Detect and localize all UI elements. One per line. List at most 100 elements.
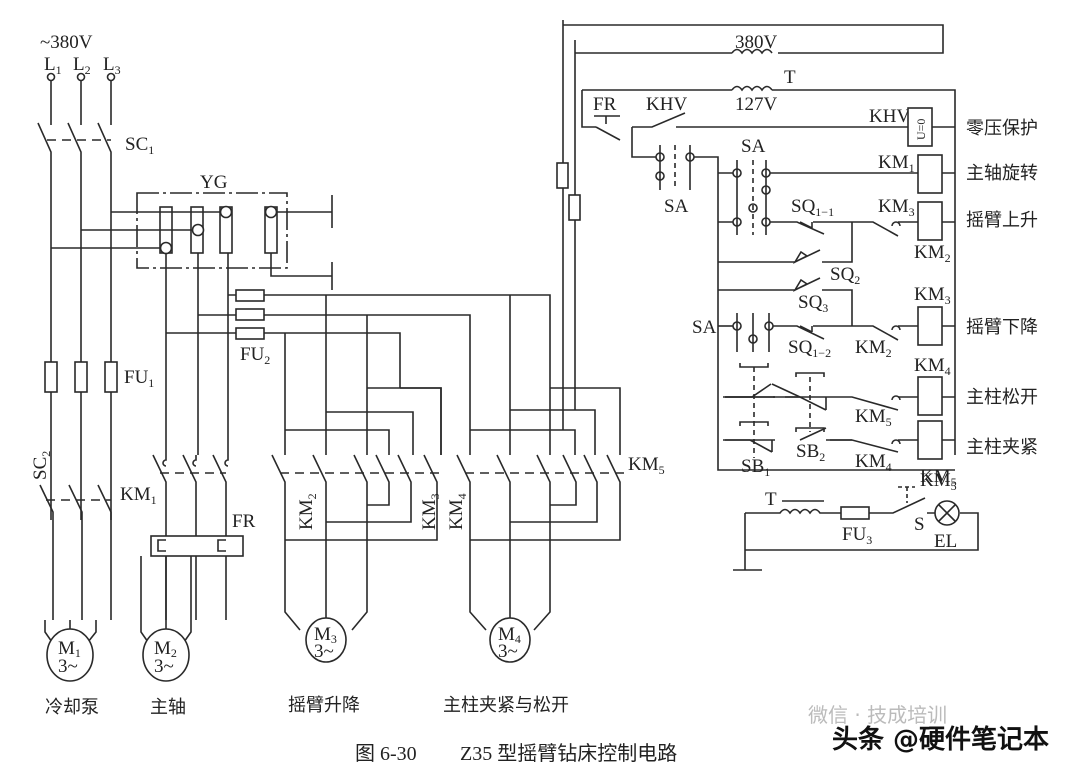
sc2-switch bbox=[39, 484, 112, 620]
motor-m1-caption: 冷却泵 bbox=[45, 697, 99, 718]
arm-down-wire bbox=[773, 325, 955, 341]
function-arm-down: 摇臂下降 bbox=[966, 317, 1038, 338]
motor-m4-phase: 3~ bbox=[498, 641, 518, 662]
fu1-label: FU1 bbox=[124, 367, 154, 390]
sa-switch-3 bbox=[718, 313, 774, 352]
khv-coil bbox=[907, 107, 933, 147]
sq2-switch bbox=[718, 249, 821, 264]
motor-m3-label: M3 bbox=[314, 624, 337, 646]
km4-coil bbox=[917, 376, 943, 416]
km1-coil bbox=[917, 154, 943, 194]
km4-km5-contacts bbox=[456, 20, 625, 590]
fu2-fuses bbox=[166, 289, 551, 388]
km3-power-label: KM3 bbox=[419, 493, 442, 530]
function-spindle-rotate: 主轴旋转 bbox=[966, 163, 1038, 184]
phase-l3-label: L3 bbox=[103, 54, 121, 77]
km2-km3-contacts bbox=[271, 295, 442, 590]
motor-m2-label: M2 bbox=[154, 638, 177, 660]
km5-coil bbox=[917, 420, 943, 460]
terminal-l1 bbox=[46, 72, 56, 82]
phase-l1-label: L1 bbox=[44, 54, 62, 77]
sa-label-1: SA bbox=[664, 196, 689, 217]
km5-interlock-symbol bbox=[891, 395, 901, 401]
sq1-1-label: SQ1−1 bbox=[791, 196, 834, 219]
km2-coil bbox=[917, 201, 943, 241]
control-transformer-label: T bbox=[784, 67, 796, 88]
sc1-label: SC1 bbox=[125, 134, 154, 157]
sa-label-3: SA bbox=[692, 317, 717, 338]
figure-title: Z35 型摇臂钻床控制电路 bbox=[460, 742, 677, 765]
motor-m2-phase: 3~ bbox=[154, 656, 174, 677]
control-secondary-voltage: 127V bbox=[735, 94, 778, 115]
lamp-transformer-label: T bbox=[765, 489, 777, 510]
km4-power-label: KM4 bbox=[446, 493, 469, 530]
control-rail bbox=[631, 127, 955, 471]
fr-control-label: FR bbox=[593, 94, 617, 115]
motor-m2-caption: 主轴 bbox=[150, 697, 186, 718]
sc2-label: SC2 bbox=[30, 451, 53, 480]
motor-m1 bbox=[44, 620, 97, 682]
sa-switch-2 bbox=[718, 160, 771, 235]
control-primary-voltage: 380V bbox=[735, 32, 778, 53]
lamp-switch-label: S bbox=[914, 514, 925, 535]
sb-linkage bbox=[753, 367, 811, 458]
arm-up-wire bbox=[770, 221, 955, 263]
motor-m4-label: M4 bbox=[498, 624, 521, 646]
control-supply bbox=[556, 24, 956, 455]
motor-m1-phase: 3~ bbox=[58, 656, 78, 677]
sq1-1-actuator bbox=[799, 221, 813, 229]
sb2-label: SB2 bbox=[796, 441, 825, 464]
sa-switch-main bbox=[655, 145, 695, 190]
km1-power-label-left: KM1 bbox=[120, 484, 157, 507]
km4-interlock-symbol bbox=[891, 439, 901, 445]
motor-m3-phase: 3~ bbox=[314, 641, 334, 662]
lamp-el-label: EL bbox=[934, 531, 957, 552]
function-column-clamp: 主柱夹紧 bbox=[966, 437, 1038, 458]
yg-collector bbox=[51, 192, 333, 455]
khv-contact-label: KHV bbox=[646, 94, 687, 115]
sq1-2-label: SQ1−2 bbox=[788, 337, 831, 360]
fu2-label: FU2 bbox=[240, 344, 270, 367]
figure-number: 图 6-30 bbox=[355, 743, 417, 765]
fr-nc-contact bbox=[594, 115, 621, 141]
fr-thermal-relay bbox=[150, 535, 244, 557]
km5-interlock-label: KM5 bbox=[855, 406, 892, 429]
terminal-l3 bbox=[106, 72, 116, 82]
khv-contact bbox=[632, 112, 905, 128]
function-arm-up: 摇臂上升 bbox=[966, 210, 1038, 231]
sq3-label: SQ3 bbox=[798, 292, 828, 315]
motor-m3 bbox=[284, 590, 368, 663]
motor-m1-label: M1 bbox=[58, 638, 81, 660]
function-column-release: 主柱松开 bbox=[966, 387, 1038, 408]
terminal-l2 bbox=[76, 72, 86, 82]
km1-coil-label: KM1 bbox=[878, 152, 915, 175]
sb1-label: SB1 bbox=[741, 456, 770, 479]
motor-m4 bbox=[469, 590, 551, 663]
watermark-faded: 微信 · 技成培训 bbox=[808, 703, 947, 727]
zero-voltage-function: 零压保护 bbox=[966, 118, 1038, 139]
sq3-switch bbox=[718, 277, 853, 326]
supply-voltage-label: ~380V bbox=[40, 32, 93, 53]
km5-coil-label: KM5 bbox=[920, 466, 957, 489]
yg-label: YG bbox=[200, 172, 228, 193]
km2-interlock-label: KM2 bbox=[855, 337, 892, 360]
km2-power-label: KM2 bbox=[296, 493, 319, 530]
km3-coil bbox=[917, 306, 943, 346]
khv-coil-symbol: U=0 bbox=[914, 119, 928, 140]
km5-lamp-contact-label: KM5 bbox=[920, 470, 957, 493]
km2-coil-label: KM2 bbox=[914, 242, 951, 265]
fr-power-label: FR bbox=[232, 511, 256, 532]
motor-m3-caption: 摇臂升降 bbox=[288, 695, 360, 716]
sa-label-2: SA bbox=[741, 136, 766, 157]
km4-interlock-label: KM4 bbox=[855, 451, 892, 474]
motor-m4-caption: 主柱夹紧与松开 bbox=[443, 695, 569, 716]
km2-interlock-symbol bbox=[891, 325, 901, 331]
sq2-label: SQ2 bbox=[830, 264, 860, 287]
km3-coil-label: KM3 bbox=[914, 284, 951, 307]
watermark-main: 头条 @硬件笔记本 bbox=[832, 724, 1049, 755]
main-bus-lines bbox=[37, 81, 112, 520]
km1-power-contacts bbox=[152, 454, 229, 620]
motor-m2 bbox=[140, 556, 192, 682]
sq1-2-actuator bbox=[799, 325, 813, 333]
